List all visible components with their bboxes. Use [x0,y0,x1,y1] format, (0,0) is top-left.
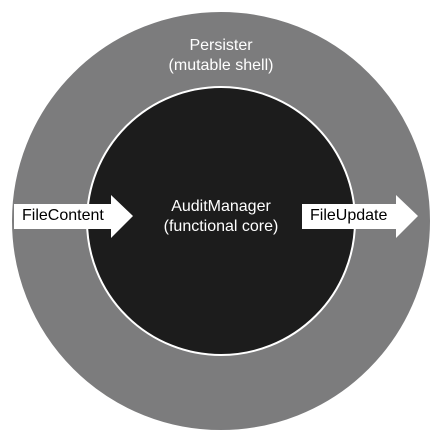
file-content-label: FileContent [22,207,104,224]
input-arrow-shape [14,195,133,238]
persister-title: Persister [189,37,253,54]
persister-subtitle: (mutable shell) [168,57,274,74]
audit-manager-title: AuditManager [171,198,271,215]
file-update-label: FileUpdate [310,207,388,224]
audit-manager-label: AuditManager (functional core) [121,197,321,237]
persister-label: Persister (mutable shell) [121,36,321,76]
output-arrow-shape [302,195,418,238]
audit-manager-subtitle: (functional core) [163,218,279,235]
